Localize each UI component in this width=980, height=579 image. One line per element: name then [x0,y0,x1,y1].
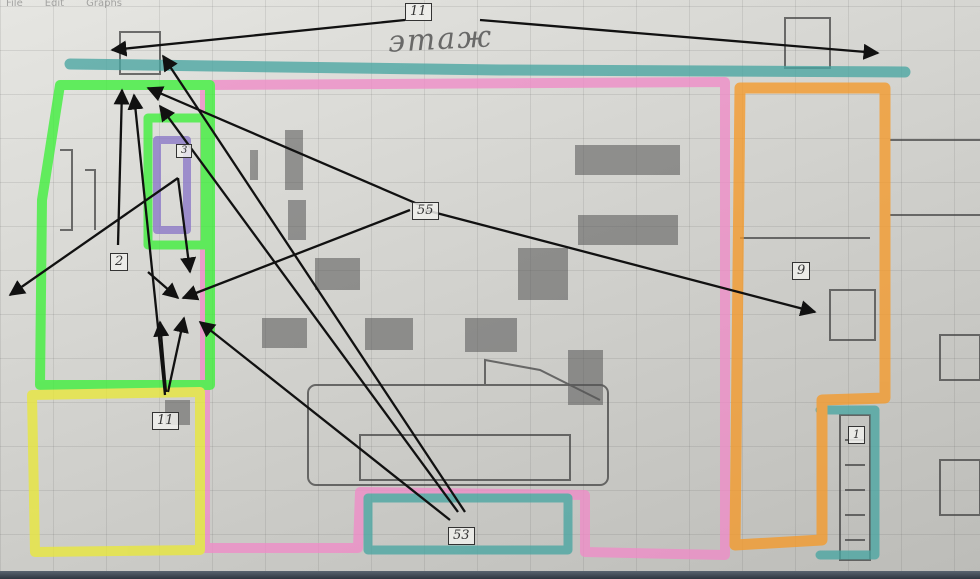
orange-right-room [729,82,891,551]
label-top: 11 [405,3,432,21]
pencil-furniture-blocks [165,130,680,425]
menu-file[interactable]: File [6,0,23,9]
pencil-right-lines [890,139,980,216]
annotation-arrows [8,18,880,521]
green-inner-room [143,113,210,250]
menu-edit[interactable]: Edit [44,0,65,9]
pink-room-outline [200,77,730,560]
purple-inner-box [153,136,191,234]
label-left-upper: 2 [110,253,129,271]
green-left-room [35,80,215,390]
menu-bar: File Edit Graphs [0,0,122,12]
teal-top-wall [64,58,911,78]
pencil-box-far-right [939,334,980,381]
label-right: 9 [792,262,811,280]
label-left-room: 3 [176,144,193,158]
pencil-box-right [829,289,876,341]
pencil-door-left-2 [85,169,96,230]
label-right-lower: 1 [848,426,865,444]
menu-graphs[interactable]: Graphs [86,0,122,9]
label-bottom: 53 [448,527,475,545]
pencil-stage-outline [307,384,609,486]
pencil-box-top-right [784,17,831,69]
pencil-stage-rows [359,434,571,481]
pencil-door-left [60,149,73,231]
teal-right-lower [815,405,880,560]
teal-stage-room [363,493,573,555]
label-center: 55 [412,202,439,220]
pencil-stair [839,414,871,561]
window-bottom-edge [0,571,980,579]
yellow-lower-left-room [27,387,205,557]
pencil-box-far-right-2 [939,459,980,516]
label-left-lower: 11 [152,412,179,430]
